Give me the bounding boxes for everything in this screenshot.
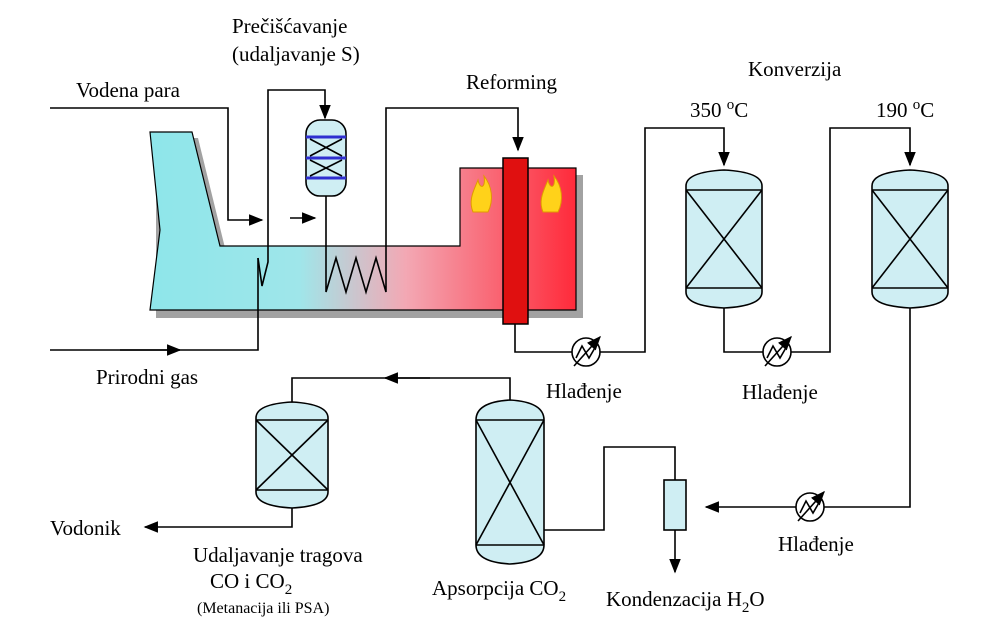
reformer-furnace [149,131,583,325]
reformer-tube [502,157,529,325]
label-h2o-condensation: Kondenzacija H2O [606,587,765,616]
label-co2-absorption: Apsorpcija CO2 [432,576,566,605]
heat-exchanger-icon [795,490,825,522]
condenser-to-absorber-line [540,446,676,531]
label-trace-removal: Udaljavanje tragova [193,543,363,567]
label-reforming: Reforming [466,70,557,94]
label-temp-350: 350 oC [690,97,748,122]
svg-text:CO i CO2: CO i CO2 [210,569,292,598]
condenser-vessel [663,479,687,531]
label-steam: Vodena para [76,78,181,102]
steam-line [50,107,264,226]
lt-outlet-line [704,308,911,513]
ht-to-lt-line [723,127,916,353]
convection-coil [325,107,524,295]
gas-preheat-coil [257,89,331,287]
heat-exchanger-icon [571,335,601,367]
label-co-co2: CO i CO2 [210,569,292,598]
flame-icon [540,174,562,213]
label-temp-190: 190 oC [876,97,934,122]
label-hydrogen: Vodonik [50,516,121,540]
label-desulfurization-sub: (udaljavanje S) [232,42,360,66]
svg-text:190 oC: 190 oC [876,97,934,122]
natural-gas-line [50,258,259,351]
label-methanation-psa: (Metanacija ili PSA) [197,600,329,617]
svg-text:350 oC: 350 oC [690,97,748,122]
svg-text:Apsorpcija CO2: Apsorpcija CO2 [432,576,566,605]
converter-350-vessel [685,169,763,309]
converter-190-vessel [871,169,949,309]
heat-exchanger-icon [762,335,792,367]
methanation-vessel [255,401,329,509]
label-cooling-3: Hlađenje [778,532,854,556]
svg-text:Kondenzacija H2O: Kondenzacija H2O [606,587,765,616]
label-conversion: Konverzija [748,57,842,81]
reformer-outlet-line [514,127,730,353]
absorber-to-methanation-line [291,377,511,402]
hydrogen-product-line [143,508,293,533]
label-desulfurization: Prečišćavanje [232,14,347,38]
label-cooling-1: Hlađenje [546,379,622,403]
label-natural-gas: Prirodni gas [96,365,198,389]
co2-absorber-vessel [475,399,545,565]
desulfurization-vessel [305,119,347,197]
label-cooling-2: Hlađenje [742,380,818,404]
flame-icon [470,174,492,213]
